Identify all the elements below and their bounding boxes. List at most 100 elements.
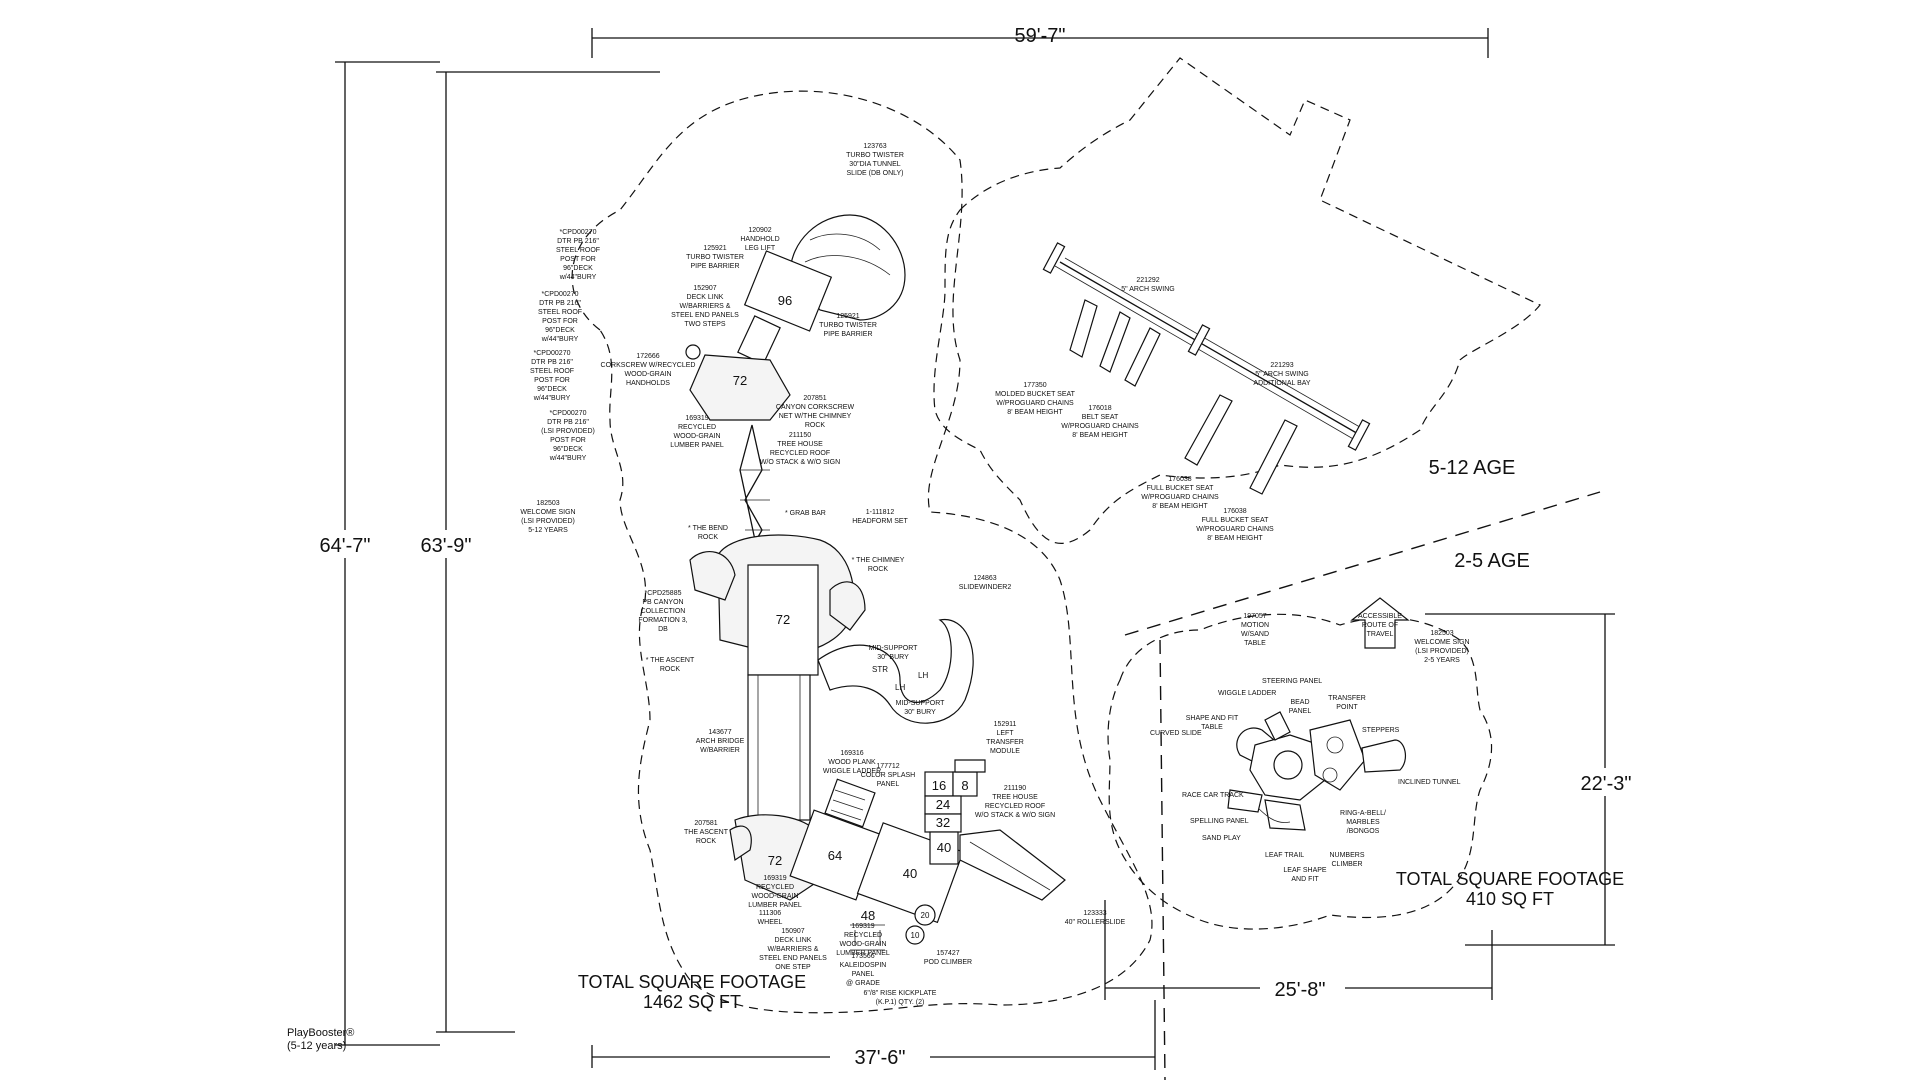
dimension-right: 22'-3" <box>1425 613 1647 946</box>
brand-line1: PlayBooster® <box>287 1027 354 1039</box>
note-race-car: RACE CAR TRACK <box>1182 792 1244 799</box>
route-arrow <box>1350 597 1410 649</box>
footage-main-label: TOTAL SQUARE FOOTAGE <box>578 972 806 992</box>
deck-96-label: 96 <box>778 293 792 308</box>
dimension-bottom: 37'-6" <box>591 1000 1156 1070</box>
note-grab-bar: * GRAB BAR <box>785 510 826 517</box>
dim-top-label: 59'-7" <box>1015 25 1066 47</box>
note-kickplate: 6"/8" RISE KICKPLATE(K.P.1) QTY. (2) <box>864 990 937 1006</box>
note-wiggle: WIGGLE LADDER <box>1218 690 1276 697</box>
roller-slide <box>959 829 1066 901</box>
boundary-toddler-zone <box>1107 613 1493 930</box>
note-sand-play: SAND PLAY <box>1202 835 1241 842</box>
zone-label-2-5: 2-5 AGE <box>1454 550 1530 572</box>
deck-8-label: 8 <box>961 778 968 793</box>
footage-small: TOTAL SQUARE FOOTAGE 410 SQ FT <box>1396 869 1624 909</box>
dim-bottom-label: 37'-6" <box>855 1047 906 1069</box>
toddler-structure <box>1227 597 1410 831</box>
dim-left-inner-label: 63'-9" <box>421 535 472 557</box>
bucket-seat <box>1069 299 1098 358</box>
belt-seat-1 <box>1099 311 1131 373</box>
brand-line2: (5-12 years) <box>287 1040 346 1052</box>
dim-left-outer-label: 64'-7" <box>320 535 371 557</box>
footage-small-value: 410 SQ FT <box>1466 889 1554 909</box>
zone-label-5-12: 5-12 AGE <box>1429 457 1516 479</box>
deck-72-corkscrew <box>689 354 791 421</box>
pod-climber-20 <box>914 904 936 926</box>
deck-20-label: 20 <box>921 911 930 920</box>
deck-40a-label: 40 <box>903 866 917 881</box>
age-divider-line <box>1124 491 1601 636</box>
boundary-swing-zone <box>933 57 1541 544</box>
deck-64-label: 64 <box>828 848 842 863</box>
deck-40b-label: 40 <box>937 840 951 855</box>
dim-right-label: 22'-3" <box>1581 773 1632 795</box>
property-edge-line <box>1159 639 1166 1080</box>
main-structure: 96 72 72 STR LH LH 72 64 40 <box>685 214 1066 951</box>
belt-seat-2 <box>1124 327 1161 387</box>
deck-10-label: 10 <box>911 931 920 940</box>
note-spelling: SPELLING PANEL <box>1190 818 1249 825</box>
pod-climber-10 <box>905 925 925 945</box>
note-steering: STEERING PANEL <box>1262 678 1322 685</box>
dimension-left-outer: 64'-7" <box>305 61 440 1046</box>
dimension-top: 59'-7" <box>591 25 1489 58</box>
deck-24-label: 24 <box>936 797 950 812</box>
deck-96 <box>743 250 833 332</box>
brand-block: PlayBooster® (5-12 years) <box>287 1027 354 1052</box>
deck-32-label: 32 <box>936 815 950 830</box>
deck-72-chimney <box>747 564 819 676</box>
toddler-inclined-tunnel <box>1361 739 1407 773</box>
note-steppers: STEPPERS <box>1362 727 1400 734</box>
slide-lh2: LH <box>918 671 928 680</box>
boundary-main-structure <box>571 90 1153 1014</box>
footage-small-label: TOTAL SQUARE FOOTAGE <box>1396 869 1624 889</box>
slide-lh1: LH <box>895 683 905 692</box>
full-bucket-seat-1 <box>1184 394 1233 466</box>
note-leaf-trail: LEAF TRAIL <box>1265 852 1304 859</box>
footage-main-value: 1462 SQ FT <box>643 992 741 1012</box>
slide-str: STR <box>872 665 888 674</box>
deck-72a-label: 72 <box>733 373 747 388</box>
note-ring-bell: RING-A-BELL/MARBLES/BONGOS <box>1340 810 1386 835</box>
dimension-right-bottom: 25'-8" <box>1104 900 1493 1002</box>
